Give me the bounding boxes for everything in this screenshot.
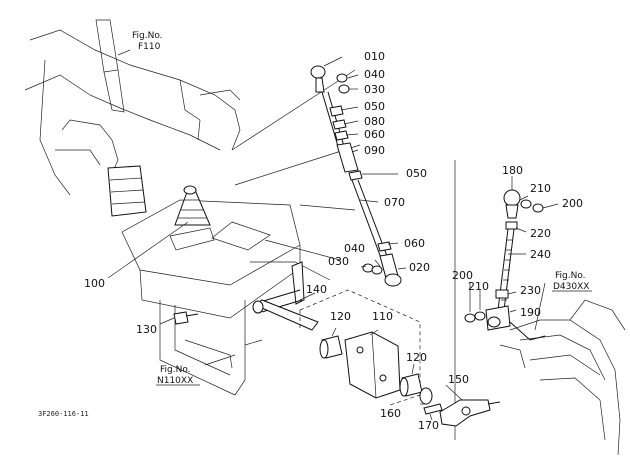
callout-200: 200 <box>562 197 583 210</box>
shift-rod-assembly <box>310 65 402 287</box>
callout-150: 150 <box>448 373 469 386</box>
callout-220: 220 <box>530 227 551 240</box>
leader-lines <box>107 49 559 421</box>
figure-reference-d430: Fig.No. D430XX <box>552 271 592 292</box>
figure-ref-d430-line2: D430XX <box>553 282 589 292</box>
callout-090: 090 <box>364 144 385 157</box>
callout-110: 110 <box>372 310 393 323</box>
callout-200: 200 <box>452 269 473 282</box>
callout-160: 160 <box>380 407 401 420</box>
callout-120: 120 <box>330 310 351 323</box>
drawing-code: 3F260-116-11 <box>38 410 89 418</box>
callout-180: 180 <box>502 164 523 177</box>
callout-030: 030 <box>328 255 349 268</box>
callout-060: 060 <box>364 128 385 141</box>
figure-reference-f110: Fig.No. F110 <box>132 31 163 52</box>
callout-190: 190 <box>520 306 541 319</box>
callout-labels: 010 040 030 050 080 060 090 050 070 060 … <box>84 50 583 432</box>
callout-080: 080 <box>364 115 385 128</box>
callout-130: 130 <box>136 323 157 336</box>
callout-010: 010 <box>364 50 385 63</box>
callout-170: 170 <box>418 419 439 432</box>
callout-020: 020 <box>409 261 430 274</box>
figure-ref-f110-line1: Fig.No. <box>132 31 163 41</box>
callout-070: 070 <box>384 196 405 209</box>
callout-030: 030 <box>364 83 385 96</box>
figure-ref-d430-line1: Fig.No. <box>555 271 586 281</box>
callout-210: 210 <box>468 280 489 293</box>
callout-140: 140 <box>306 283 327 296</box>
callout-230: 230 <box>520 284 541 297</box>
callout-240: 240 <box>530 248 551 261</box>
callout-210: 210 <box>530 182 551 195</box>
figure-ref-n110-line1: Fig.No. <box>160 365 191 375</box>
figure-reference-n110: Fig.No. N110XX <box>156 365 200 386</box>
lever-shaft-assembly <box>173 261 501 427</box>
callout-040: 040 <box>344 242 365 255</box>
callout-050: 050 <box>364 100 385 113</box>
callout-050: 050 <box>406 167 427 180</box>
callout-100: 100 <box>84 277 105 290</box>
figure-ref-f110-line2: F110 <box>138 42 161 52</box>
figure-ref-n110-line2: N110XX <box>157 376 193 386</box>
callout-060: 060 <box>404 237 425 250</box>
right-rod-assembly <box>464 189 546 341</box>
callout-040: 040 <box>364 68 385 81</box>
callout-120: 120 <box>406 351 427 364</box>
